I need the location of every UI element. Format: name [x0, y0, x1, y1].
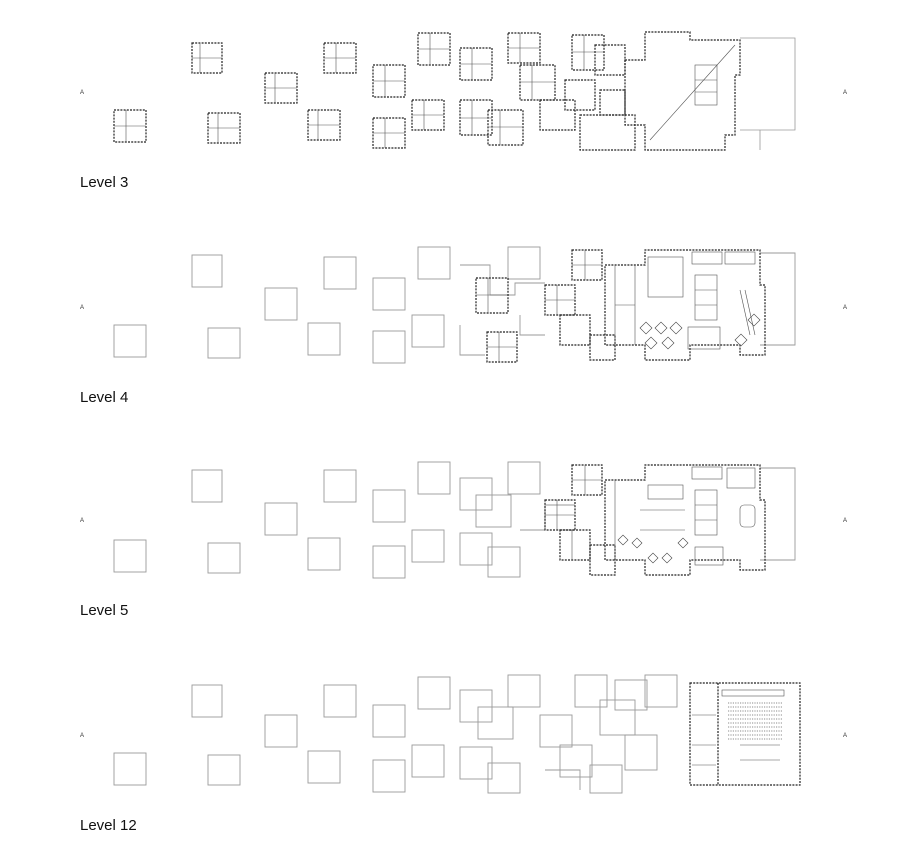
level-12-drawing — [113, 674, 801, 794]
section-marker-left: A — [80, 733, 85, 739]
section-marker-right: A — [843, 733, 848, 739]
section-marker-left: A — [80, 305, 85, 311]
section-marker-left: A — [80, 518, 85, 524]
section-marker-left: A — [80, 90, 85, 96]
level-4-drawing — [113, 246, 796, 364]
level-12-label: Level 12 — [80, 817, 137, 834]
level-4-label: Level 4 — [80, 389, 129, 406]
level-3-drawing — [113, 31, 796, 151]
level-3-label: Level 3 — [80, 174, 129, 191]
level-3-plan: A A Level 3 — [0, 0, 900, 200]
section-marker-right: A — [843, 305, 848, 311]
level-5-plan: A A Level 5 — [0, 430, 900, 630]
level-5-drawing — [113, 461, 796, 579]
section-marker-right: A — [843, 518, 848, 524]
level-12-plan: A A Level 12 — [0, 645, 900, 855]
level-5-label: Level 5 — [80, 602, 129, 619]
section-marker-right: A — [843, 90, 848, 96]
level-4-plan: A A Level 4 — [0, 215, 900, 415]
